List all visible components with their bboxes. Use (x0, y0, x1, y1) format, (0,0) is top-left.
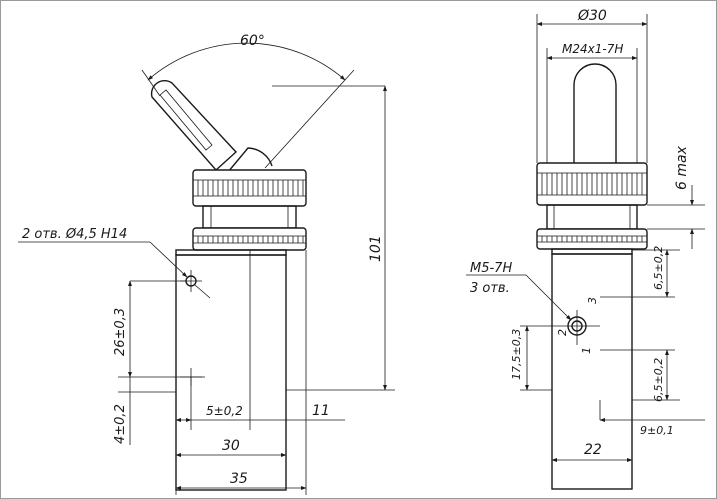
dim-26-label: 26±0,3 (113, 308, 128, 356)
left-view: 60° 2 отв. Ø4,5 H14 101 26±0,3 4±0,2 5±0… (18, 33, 395, 495)
lever-side (573, 63, 617, 163)
pin-1-label: 1 (580, 347, 593, 354)
dim-65-bottom-label: 6,5±0,2 (652, 358, 665, 402)
dim-175-label: 17,5±0,3 (510, 329, 523, 380)
angle-label: 60° (240, 33, 265, 49)
right-body (551, 253, 633, 490)
dim-4-label: 4±0,2 (113, 404, 128, 444)
dim-9-label: 9±0,1 (640, 424, 674, 437)
dim-30-label: 30 (222, 438, 240, 454)
dim-11-label: 11 (312, 403, 330, 419)
dia-30-label: Ø30 (577, 8, 607, 24)
hole-callout: 2 отв. Ø4,5 H14 (22, 227, 127, 242)
thread-small-line2: 3 отв. (470, 281, 510, 296)
upper-knurled-nut (192, 169, 307, 207)
toggle-lever (150, 79, 273, 173)
thread-small-line1: M5-7H (470, 261, 512, 276)
dim-35-label: 35 (230, 471, 248, 487)
dim-22-label: 22 (584, 442, 602, 458)
max-6-label: 6 max (674, 145, 690, 190)
thread-main-label: M24x1-7H (562, 42, 623, 56)
lower-knurled-nut (192, 227, 307, 251)
right-view: Ø30 M24x1-7H 6 max M5-7H 3 отв. 6,5±0,2 … (466, 8, 705, 490)
dim-5-label: 5±0,2 (206, 404, 243, 418)
dim-65-top-label: 6,5±0,2 (652, 246, 665, 290)
left-body (175, 254, 287, 491)
height-overall-label: 101 (368, 235, 384, 262)
pin-3-label: 3 (586, 297, 599, 304)
pin-2-label: 2 (556, 329, 569, 336)
